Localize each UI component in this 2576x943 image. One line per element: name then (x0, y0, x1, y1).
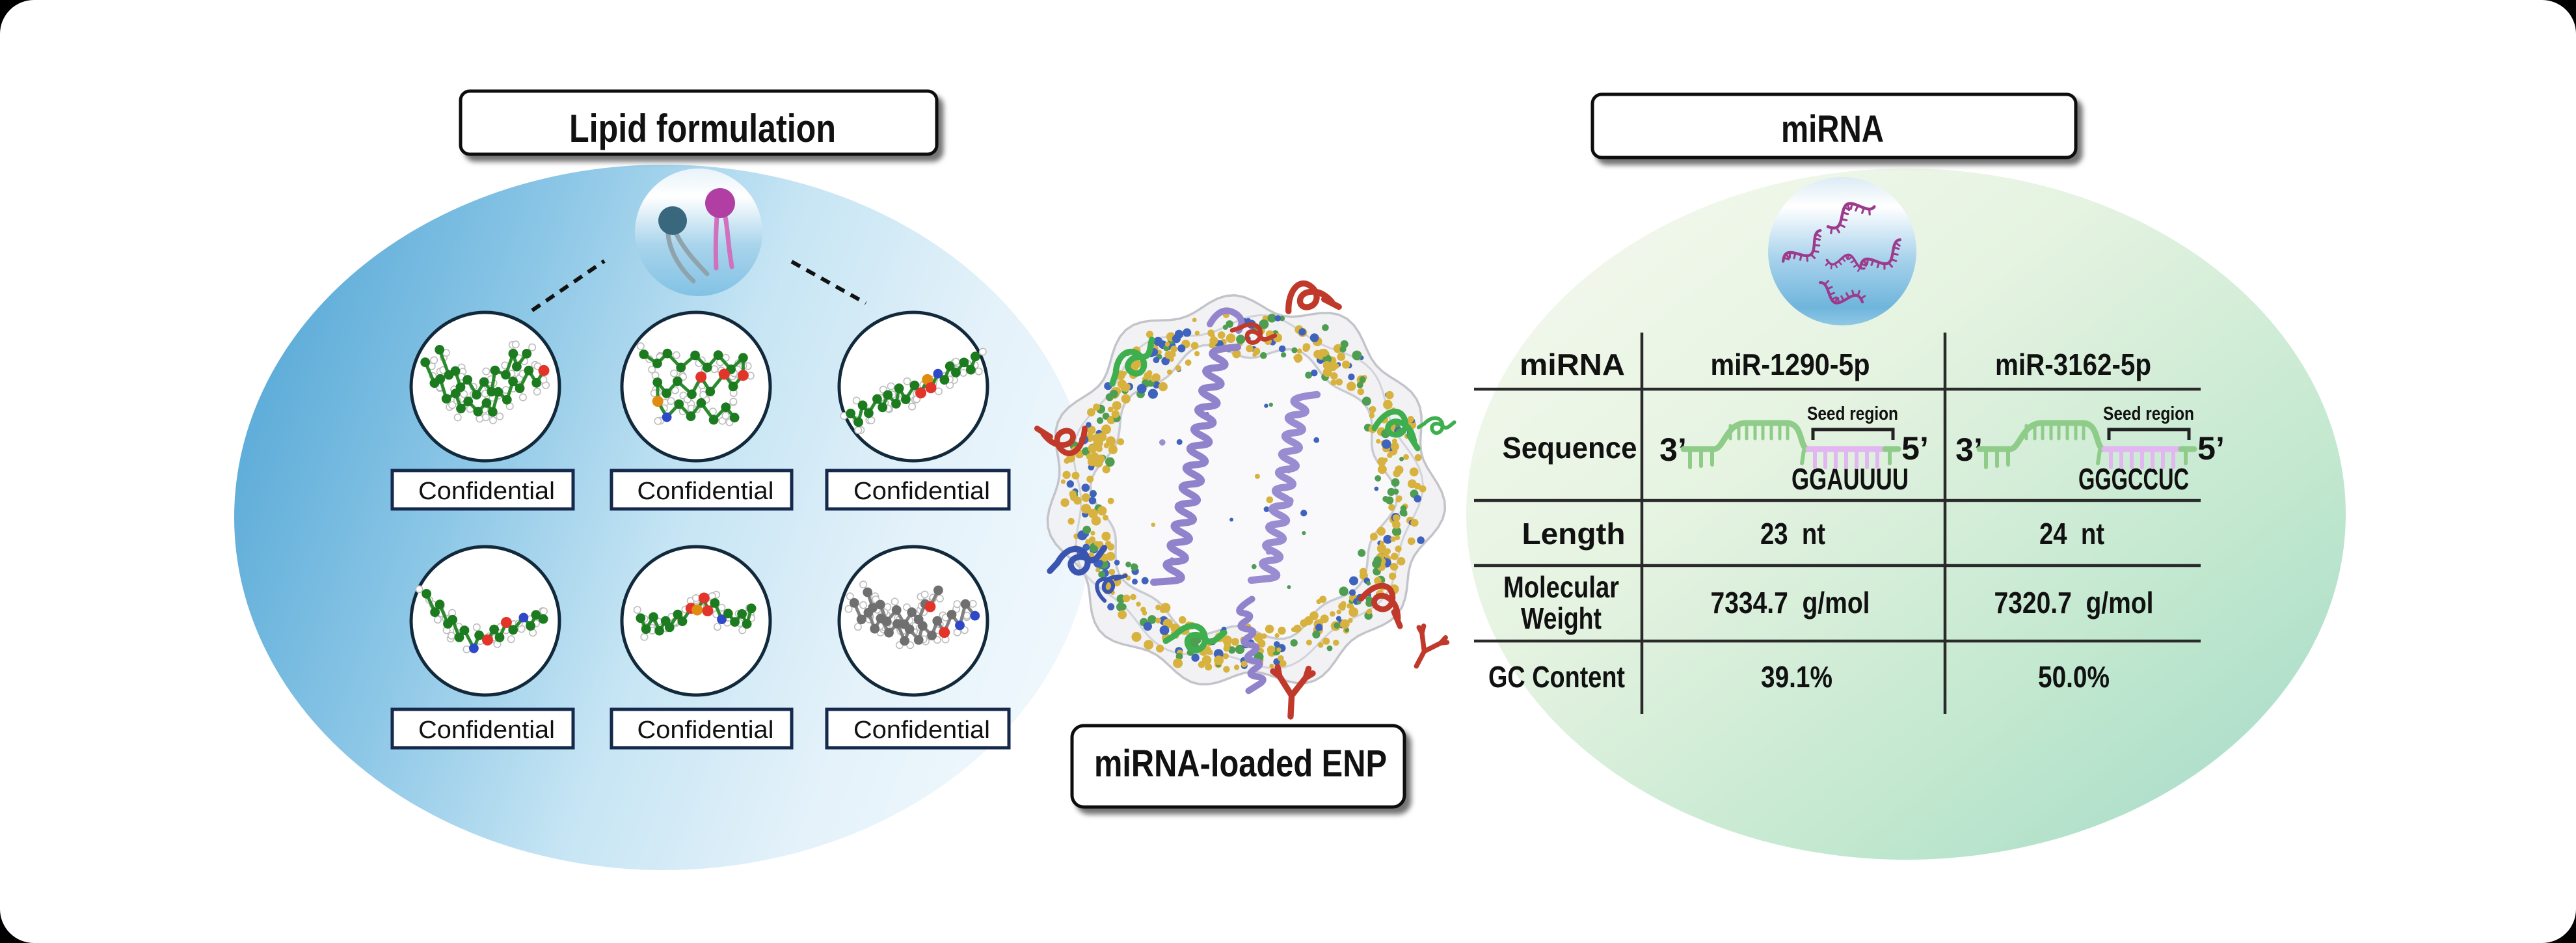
svg-text:Length: Length (1522, 517, 1626, 551)
svg-text:Confidential: Confidential (418, 478, 555, 505)
svg-text:50.0%: 50.0% (2038, 660, 2110, 694)
svg-text:Confidential: Confidential (637, 717, 774, 744)
svg-text:39.1%: 39.1% (1761, 660, 1832, 694)
svg-text:7320.7 g/mol: 7320.7 g/mol (1994, 586, 2154, 620)
svg-text:Molecular: Molecular (1503, 570, 1619, 604)
svg-text:5’: 5’ (2197, 430, 2225, 467)
svg-text:Confidential: Confidential (853, 717, 990, 744)
svg-text:Confidential: Confidential (418, 717, 555, 744)
svg-text:7334.7 g/mol: 7334.7 g/mol (1711, 586, 1870, 620)
svg-text:miR-1290-5p: miR-1290-5p (1711, 348, 1870, 381)
svg-text:Confidential: Confidential (637, 478, 774, 505)
svg-text:24 nt: 24 nt (2039, 517, 2104, 551)
svg-text:GC Content: GC Content (1488, 660, 1625, 694)
svg-text:5’: 5’ (1901, 430, 1929, 467)
svg-text:miRNA: miRNA (1781, 108, 1884, 150)
svg-text:Sequence: Sequence (1503, 431, 1637, 465)
svg-text:GGAUUUU: GGAUUUU (1791, 462, 1909, 496)
svg-text:Seed region: Seed region (1807, 403, 1898, 424)
svg-text:Lipid formulation: Lipid formulation (569, 107, 836, 150)
svg-text:Confidential: Confidential (853, 478, 990, 505)
svg-text:GGGCCUC: GGGCCUC (2078, 462, 2189, 496)
svg-text:Seed region: Seed region (2103, 403, 2194, 424)
svg-text:miR-3162-5p: miR-3162-5p (1995, 348, 2151, 381)
svg-text:miRNA: miRNA (1520, 348, 1625, 381)
svg-text:23 nt: 23 nt (1760, 517, 1825, 551)
svg-text:miRNA-loaded ENP: miRNA-loaded ENP (1094, 743, 1387, 785)
svg-text:Weight: Weight (1521, 601, 1602, 635)
